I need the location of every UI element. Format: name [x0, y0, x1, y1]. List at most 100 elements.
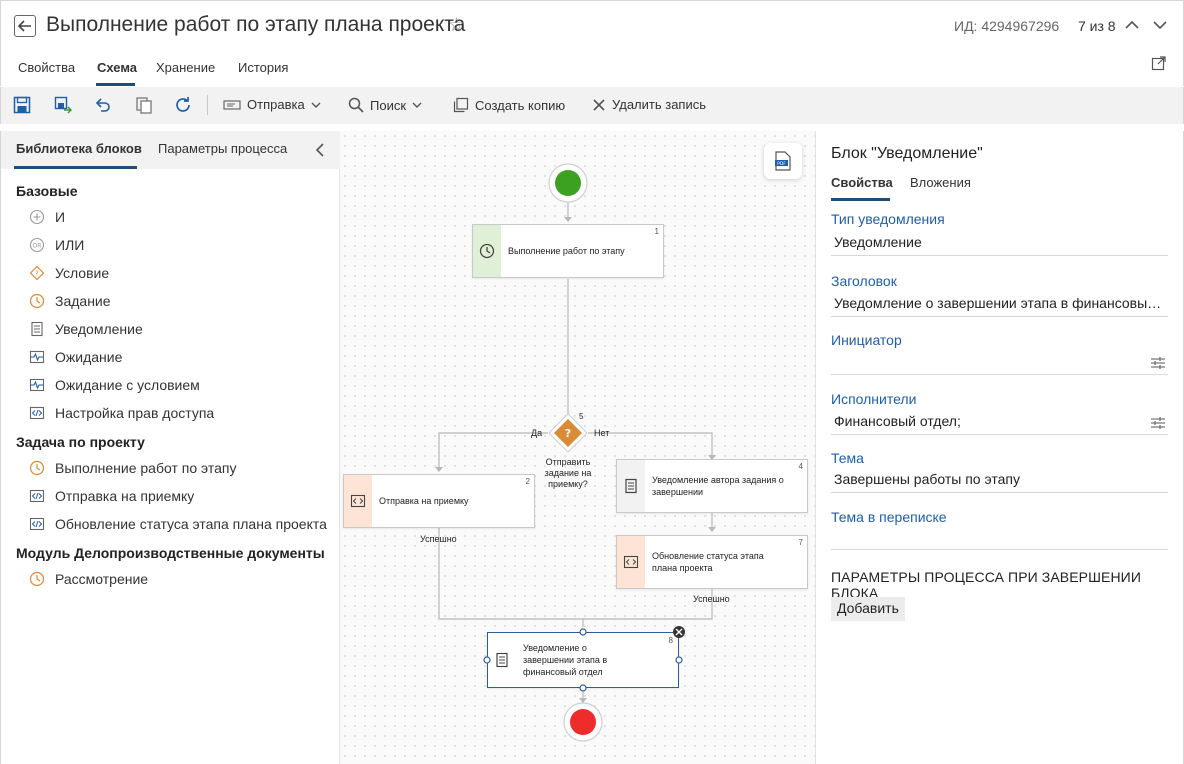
subject-field[interactable]: Завершены работы по этапу	[831, 468, 1168, 493]
library-item-review[interactable]: Рассмотрение	[29, 569, 148, 589]
header-field[interactable]: Уведомление о завершении этапа в финансо…	[831, 292, 1168, 317]
tab-properties[interactable]: Свойства	[831, 175, 893, 190]
library-item-wait[interactable]: Ожидание	[29, 347, 122, 367]
field-label-header: Заголовок	[831, 273, 897, 289]
code-icon	[29, 405, 45, 421]
section-divider	[831, 549, 1168, 550]
node-label: Обновление статуса этапа плана проекта	[652, 551, 764, 573]
diagram-node-notify-finance-selected[interactable]: Уведомление о завершении этапа в финансо…	[487, 632, 679, 688]
tab-attachments[interactable]: Вложения	[910, 175, 971, 190]
block-library-panel: Библиотека блоков Параметры процесса Баз…	[0, 131, 340, 764]
tab-history[interactable]: История	[238, 60, 289, 75]
library-item-condition[interactable]: ? Условие	[29, 263, 109, 283]
code-icon	[350, 494, 366, 508]
library-item-access-rights[interactable]: Настройка прав доступа	[29, 403, 214, 423]
send-menu-button[interactable]: Отправка	[223, 97, 321, 112]
tab-storage[interactable]: Хранение	[156, 60, 216, 75]
library-item-label: Задание	[55, 293, 111, 309]
export-pdf-button[interactable]: PDF	[764, 143, 802, 179]
page-title: Выполнение работ по этапу плана проекта	[46, 13, 466, 36]
collapse-panel-icon[interactable]	[314, 142, 326, 158]
library-item-label: Выполнение работ по этапу	[55, 460, 237, 476]
diagram-node-stage-work[interactable]: Выполнение работ по этапу 1	[472, 224, 664, 278]
diagram-node-update-status[interactable]: Обновление статуса этапа плана проекта 7	[616, 535, 808, 589]
field-label-thread-subject: Тема в переписке	[831, 509, 947, 525]
node-label: Выполнение работ по этапу	[508, 246, 625, 256]
close-icon	[593, 98, 605, 111]
save-and-close-icon[interactable]	[53, 95, 73, 115]
save-icon[interactable]	[12, 95, 32, 115]
diagram-node-send-acceptance[interactable]: Отправка на приемку 2	[343, 474, 535, 528]
or-circle-icon: OR	[29, 237, 45, 253]
library-item-label: Ожидание	[55, 349, 123, 365]
library-item-label: Обновление статуса этапа плана проекта	[55, 516, 327, 532]
library-item-task[interactable]: Задание	[29, 291, 111, 311]
create-copy-button[interactable]: Создать копию	[453, 97, 565, 113]
node-number: 4	[798, 462, 803, 471]
executors-field[interactable]: Финансовый отдел;	[831, 410, 1168, 435]
field-label-executors: Исполнители	[831, 391, 917, 407]
library-item-send-acceptance[interactable]: Отправка на приемку	[29, 486, 194, 506]
field-label-subject: Тема	[831, 450, 864, 466]
node-label: Уведомление о завершении этапа в финансо…	[523, 643, 608, 677]
library-item-wait-condition[interactable]: Ожидание с условием	[29, 375, 200, 395]
library-item-label: Ожидание с условием	[55, 377, 200, 393]
library-item-label: Настройка прав доступа	[55, 405, 215, 421]
node-number: 1	[654, 227, 659, 236]
toolbar: Отправка Поиск Создать копию Удалить зап…	[0, 87, 1184, 124]
clock-icon	[29, 293, 45, 309]
tab-process-parameters[interactable]: Параметры процесса	[158, 141, 288, 156]
notification-type-field[interactable]: Уведомление	[831, 231, 1168, 256]
undo-icon[interactable]	[93, 95, 113, 115]
title-bar: Выполнение работ по этапу плана проекта …	[0, 0, 1184, 50]
node-label: Отправка на приемку	[379, 496, 469, 506]
svg-text:OR: OR	[33, 243, 42, 250]
initiator-field[interactable]	[831, 350, 1168, 375]
clock-icon	[29, 571, 45, 587]
record-counter: 7 из 8	[1078, 18, 1116, 34]
node-number: 7	[798, 538, 803, 547]
add-button[interactable]: Добавить	[831, 597, 905, 621]
search-menu-button[interactable]: Поиск	[348, 97, 422, 113]
code-icon	[29, 516, 45, 532]
end-event[interactable]	[562, 701, 604, 743]
process-diagram-canvas[interactable]: PDF Выполнение работ по этапу 1 ? 5 Да Н…	[340, 131, 815, 764]
clock-icon	[29, 460, 45, 476]
library-item-label: Условие	[55, 265, 110, 281]
library-item-and[interactable]: И	[29, 207, 65, 227]
library-item-stage-work[interactable]: Выполнение работ по этапу	[29, 458, 236, 478]
copy-icon[interactable]	[134, 95, 154, 115]
chevron-down-icon[interactable]	[1152, 17, 1168, 33]
svg-text:?: ?	[35, 270, 39, 278]
delete-record-button[interactable]: Удалить запись	[592, 97, 706, 112]
open-in-window-icon[interactable]	[1151, 55, 1167, 71]
library-item-notification[interactable]: Уведомление	[29, 319, 143, 339]
tab-properties[interactable]: Свойства	[18, 60, 76, 75]
start-event[interactable]	[547, 162, 589, 204]
picker-icon[interactable]	[1150, 415, 1166, 431]
pdf-file-icon: PDF	[775, 151, 791, 171]
document-icon	[625, 478, 637, 494]
tab-block-library[interactable]: Библиотека блоков	[16, 141, 142, 156]
library-item-label: И	[55, 209, 66, 225]
condition-gateway[interactable]: ?	[547, 412, 589, 454]
active-tab-indicator	[14, 166, 137, 169]
branch-yes-label: Да	[531, 428, 543, 438]
library-item-label: ИЛИ	[55, 237, 85, 253]
diagram-connectors	[435, 203, 716, 703]
tab-scheme[interactable]: Схема	[97, 60, 138, 75]
library-item-or[interactable]: OR ИЛИ	[29, 235, 84, 255]
node-number: 8	[668, 636, 673, 645]
node-type-strip	[617, 536, 645, 588]
library-item-update-status[interactable]: Обновление статуса этапа плана проекта	[29, 514, 327, 534]
favorite-star-icon[interactable]: ☆	[448, 15, 466, 36]
arrow-left-icon	[18, 20, 31, 32]
panel-title: Блок "Уведомление"	[831, 145, 983, 162]
library-item-label: Рассмотрение	[55, 571, 149, 587]
picker-icon[interactable]	[1150, 355, 1166, 371]
node-type-strip	[344, 475, 372, 527]
refresh-icon[interactable]	[173, 95, 193, 115]
diagram-node-notify-author[interactable]: Уведомление автора задания о завершении …	[616, 459, 808, 513]
back-button[interactable]	[14, 15, 36, 37]
chevron-up-icon[interactable]	[1124, 17, 1140, 33]
